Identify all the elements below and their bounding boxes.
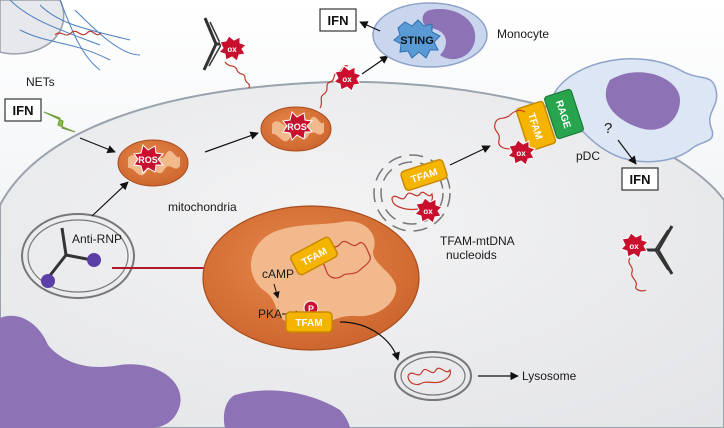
ros-label-left: ROS <box>138 155 158 165</box>
dna-strand-right-free <box>628 257 647 292</box>
pka-label: PKA <box>258 307 282 321</box>
ox-burst-top-free: ox <box>218 35 247 62</box>
lightning-icon <box>43 111 76 133</box>
arrow-sting-to-ifn <box>359 21 381 32</box>
tfam-mito: TFAM <box>290 236 338 276</box>
nets-cell-fragment <box>0 0 141 71</box>
tfam-pdc: TFAM <box>515 100 557 152</box>
rage-receptor: RAGE <box>544 88 584 140</box>
ifn-label-right: IFN <box>630 172 651 187</box>
ifn-box-left <box>4 98 42 122</box>
mitochondria-label: mitochondria <box>168 200 237 214</box>
ifn-label-left: IFN <box>13 103 34 118</box>
ox-label-top: ox <box>342 75 352 84</box>
lysosome-label: Lysosome <box>522 369 577 383</box>
nucleoids-label-line1: TFAM-mtDNA <box>440 234 515 248</box>
ros-burst-left: ROS <box>133 144 165 174</box>
dna-strand-mito <box>320 240 371 279</box>
endosome <box>21 213 135 299</box>
ifn-box-right <box>621 167 659 191</box>
anti-rnp-label: Anti-RNP <box>72 232 122 246</box>
tfam-phospho: TFAM <box>285 311 333 333</box>
ox-burst-right-free: ox <box>620 232 649 259</box>
lysosome <box>394 351 472 401</box>
ox-burst-nucleoid: ox <box>414 197 443 224</box>
arrow-to-pdc <box>449 145 491 166</box>
ox-label-right-free: ox <box>629 242 639 251</box>
ox-label-top-free: ox <box>227 45 237 54</box>
ox-label-nucleoid: ox <box>423 207 433 216</box>
camp-label: cAMP <box>262 267 294 281</box>
arrow-anti-rnp-to-mito <box>91 181 129 217</box>
dna-strand-top-free <box>224 61 250 89</box>
arrow-to-lysosome <box>339 321 400 361</box>
nucleoids-label-line2: nucleoids <box>446 248 497 262</box>
arrow-camp-to-pka <box>272 283 280 299</box>
question-mark: ? <box>604 120 612 137</box>
ox-burst-top: ox <box>333 65 362 92</box>
ros-burst-right: ROS <box>282 111 314 141</box>
ifn-label-top: IFN <box>328 13 349 28</box>
arrow-pdc-to-ifn <box>617 139 637 165</box>
pdc-cell <box>552 58 718 163</box>
nucleus-fragment-left <box>0 315 181 428</box>
mitochondrion-big <box>202 205 420 351</box>
ox-label-pdc: ox <box>516 149 526 158</box>
arrow-to-sting <box>361 55 389 75</box>
tfam-nucleoid: TFAM <box>400 158 448 192</box>
ifn-box-top <box>319 8 357 32</box>
arrow-mito-to-mito <box>204 131 259 153</box>
monocyte-label: Monocyte <box>497 27 549 41</box>
ox-burst-pdc: ox <box>507 139 536 166</box>
sting-badge: STING <box>393 19 441 59</box>
pdc-label: pDC <box>576 149 600 163</box>
ros-label-right: ROS <box>287 122 307 132</box>
sting-label: STING <box>400 35 434 47</box>
tfam-label-phospho: TFAM <box>295 318 322 329</box>
nucleoid-circle <box>373 154 451 232</box>
phosphate-label: P <box>308 304 314 314</box>
nucleus-fragment-mid <box>223 390 350 428</box>
arrow-ifn-to-mito <box>79 137 116 154</box>
nets-label: NETs <box>26 75 55 89</box>
anti-rnp-antibody <box>41 227 101 288</box>
